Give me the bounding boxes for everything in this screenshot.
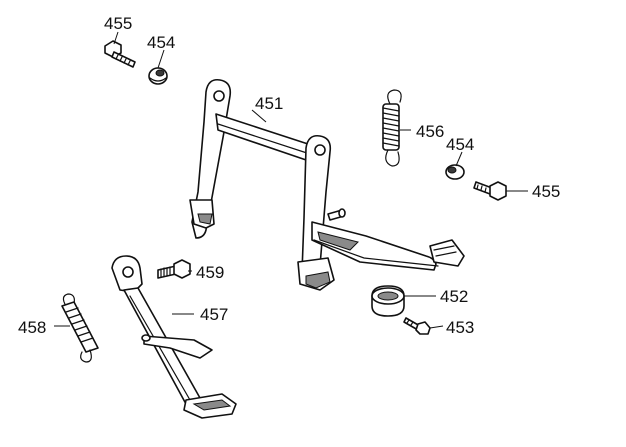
part-451-main-stand bbox=[189, 78, 465, 291]
part-454-nut-right bbox=[445, 164, 465, 180]
part-452-stopper bbox=[371, 285, 405, 317]
label-455-right: 455 bbox=[532, 182, 560, 201]
part-453-bolt bbox=[403, 317, 431, 335]
label-453: 453 bbox=[446, 318, 474, 337]
part-459-bolt bbox=[157, 259, 191, 279]
leader-lines bbox=[54, 31, 528, 329]
part-455-bolt-top bbox=[104, 40, 136, 68]
label-452: 452 bbox=[440, 287, 468, 306]
label-455-top: 455 bbox=[104, 14, 132, 33]
label-458: 458 bbox=[18, 318, 46, 337]
part-455-bolt-right bbox=[473, 181, 507, 201]
part-456-spring bbox=[382, 89, 402, 167]
label-457: 457 bbox=[200, 305, 228, 324]
part-labels: 455 454 451 456 454 455 459 452 453 457 … bbox=[18, 14, 560, 337]
label-459: 459 bbox=[196, 263, 224, 282]
part-454-nut-top bbox=[148, 67, 168, 85]
part-458-spring bbox=[61, 293, 99, 363]
part-457-side-stand bbox=[111, 255, 237, 419]
label-454-right: 454 bbox=[446, 135, 474, 154]
label-456: 456 bbox=[416, 122, 444, 141]
label-454-top: 454 bbox=[147, 33, 175, 52]
label-451: 451 bbox=[255, 94, 283, 113]
